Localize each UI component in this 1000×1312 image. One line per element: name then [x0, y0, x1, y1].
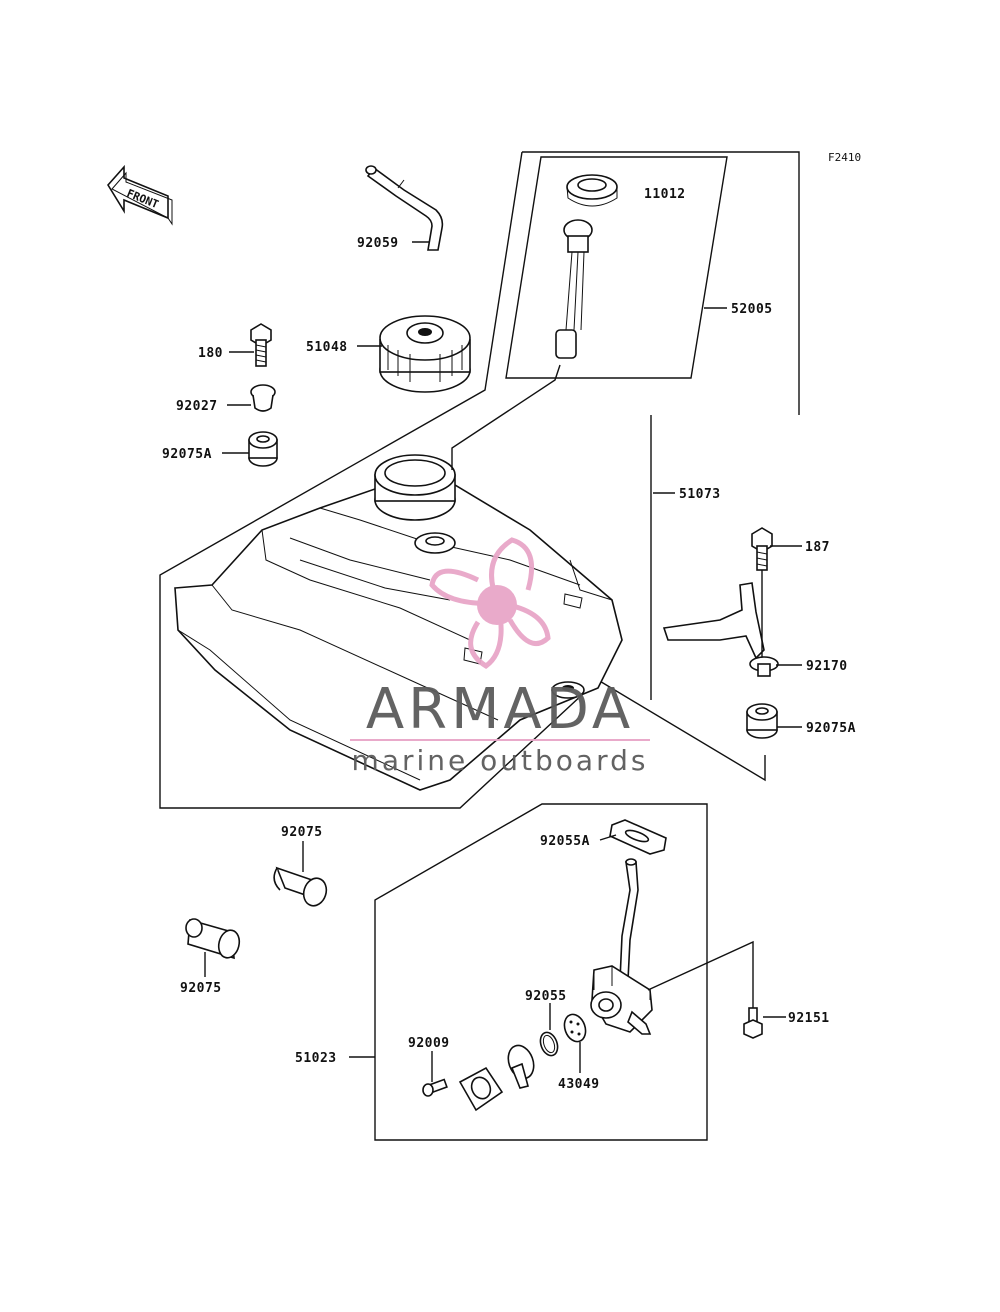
sender-unit-frame — [505, 156, 728, 379]
front-arrow-icon: FRONT — [107, 164, 173, 226]
label-52005: 52005 — [731, 302, 773, 317]
clamp-92170 — [662, 570, 779, 677]
bolt-180 — [250, 323, 272, 367]
screw-92009 — [422, 1078, 448, 1097]
label-92059: 92059 — [357, 236, 399, 251]
fuel-cock-51023 — [590, 858, 653, 1035]
grommet-92075A-left — [248, 431, 278, 467]
armada-watermark: ARMADA marine outboards — [350, 537, 650, 777]
hose-92059 — [365, 165, 444, 251]
sleeve-92075-top — [273, 866, 328, 907]
label-51048: 51048 — [306, 340, 348, 355]
label-92075A-right: 92075A — [806, 721, 856, 736]
cover-plate — [458, 1066, 504, 1112]
gasket-11012 — [566, 174, 618, 207]
figure-code: F2410 — [828, 151, 861, 164]
label-92055A: 92055A — [540, 834, 590, 849]
fuel-cap-51048 — [379, 315, 471, 393]
label-92009: 92009 — [408, 1036, 450, 1051]
label-92055: 92055 — [525, 989, 567, 1004]
diaphragm-43049 — [563, 1013, 587, 1043]
fuel-cock-frame — [374, 803, 708, 1141]
collar-92027 — [250, 384, 276, 412]
watermark-tagline: marine outboards — [352, 744, 649, 777]
label-92075A-left: 92075A — [162, 447, 212, 462]
leader-lines — [204, 241, 802, 1082]
label-51023: 51023 — [295, 1051, 337, 1066]
label-180: 180 — [198, 346, 223, 361]
bolt-187 — [751, 527, 773, 571]
label-92027: 92027 — [176, 399, 218, 414]
o-ring-92055 — [539, 1031, 559, 1057]
label-92075-top: 92075 — [281, 825, 323, 840]
propeller-logo-icon — [429, 537, 551, 670]
label-92151: 92151 — [788, 1011, 830, 1026]
screw-92151 — [743, 1007, 763, 1039]
label-187: 187 — [805, 540, 830, 555]
label-51073: 51073 — [679, 487, 721, 502]
tank-assembly-frame — [159, 151, 800, 809]
watermark-brand: ARMADA — [366, 677, 634, 742]
label-92170: 92170 — [806, 659, 848, 674]
sleeve-92075-bottom — [185, 918, 241, 960]
grommet-92075A-right — [746, 703, 778, 739]
label-92075-bottom: 92075 — [180, 981, 222, 996]
gasket-92055A — [609, 819, 667, 855]
fuel-tank — [174, 454, 623, 791]
cock-lever — [507, 1044, 535, 1089]
label-11012: 11012 — [644, 187, 686, 202]
sender-unit-52005 — [555, 219, 593, 359]
label-43049: 43049 — [558, 1077, 600, 1092]
